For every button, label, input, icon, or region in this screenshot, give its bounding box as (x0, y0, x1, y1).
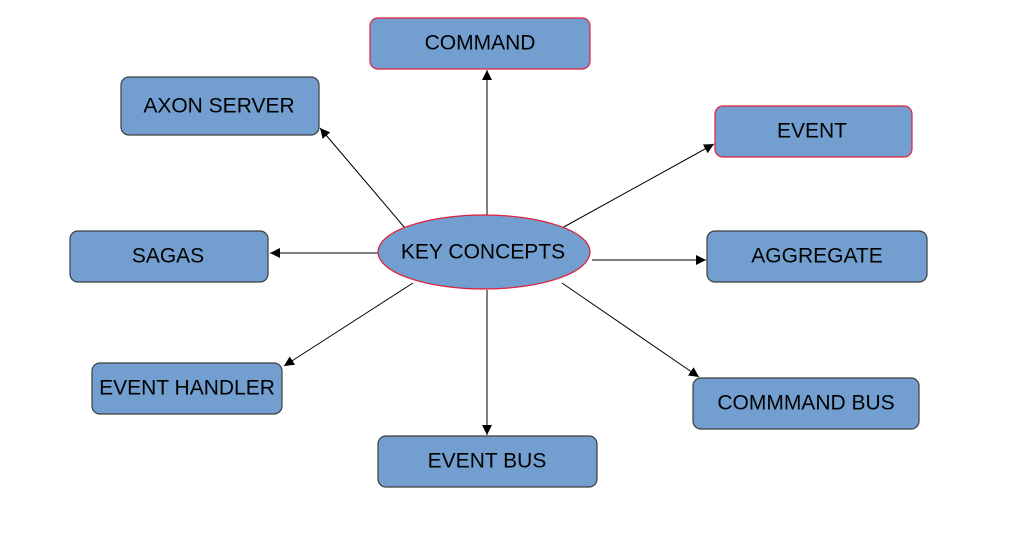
node-command-bus-box (692, 377, 920, 430)
edge-to-event-handler (283, 282, 414, 367)
node-aggregate-label: AGGREGATE (751, 245, 882, 268)
node-aggregate-box (706, 230, 928, 283)
center-node-label: KEY CONCEPTS (401, 241, 565, 264)
edge-to-axon-server (319, 127, 406, 229)
node-command-label: COMMAND (425, 32, 536, 55)
node-event-handler[interactable]: EVENT HANDLER (91, 362, 283, 415)
node-event-bus-label: EVENT BUS (428, 450, 547, 473)
center-node-shape (377, 214, 591, 290)
node-sagas-box (69, 230, 269, 283)
node-axon-server-label: AXON SERVER (143, 95, 294, 118)
edge-to-command-bus (561, 282, 700, 378)
node-sagas[interactable]: SAGAS (69, 230, 269, 283)
node-axon-server-box (120, 76, 320, 136)
node-event-box (714, 105, 913, 158)
node-event-handler-label: EVENT HANDLER (99, 377, 275, 400)
node-aggregate[interactable]: AGGREGATE (706, 230, 928, 283)
node-event-handler-box (91, 362, 283, 415)
node-command-box (369, 17, 591, 70)
node-event[interactable]: EVENT (714, 105, 913, 158)
center-node-key-concepts[interactable]: KEY CONCEPTS (377, 214, 591, 290)
node-event-bus-box (377, 435, 598, 488)
node-command[interactable]: COMMAND (369, 17, 591, 70)
node-event-bus[interactable]: EVENT BUS (377, 435, 598, 488)
edge-to-event (561, 143, 715, 229)
node-axon-server[interactable]: AXON SERVER (120, 76, 320, 136)
node-event-label: EVENT (777, 120, 847, 143)
node-sagas-label: SAGAS (132, 245, 204, 268)
node-command-bus-label: COMMMAND BUS (717, 392, 894, 415)
node-command-bus[interactable]: COMMMAND BUS (692, 377, 920, 430)
